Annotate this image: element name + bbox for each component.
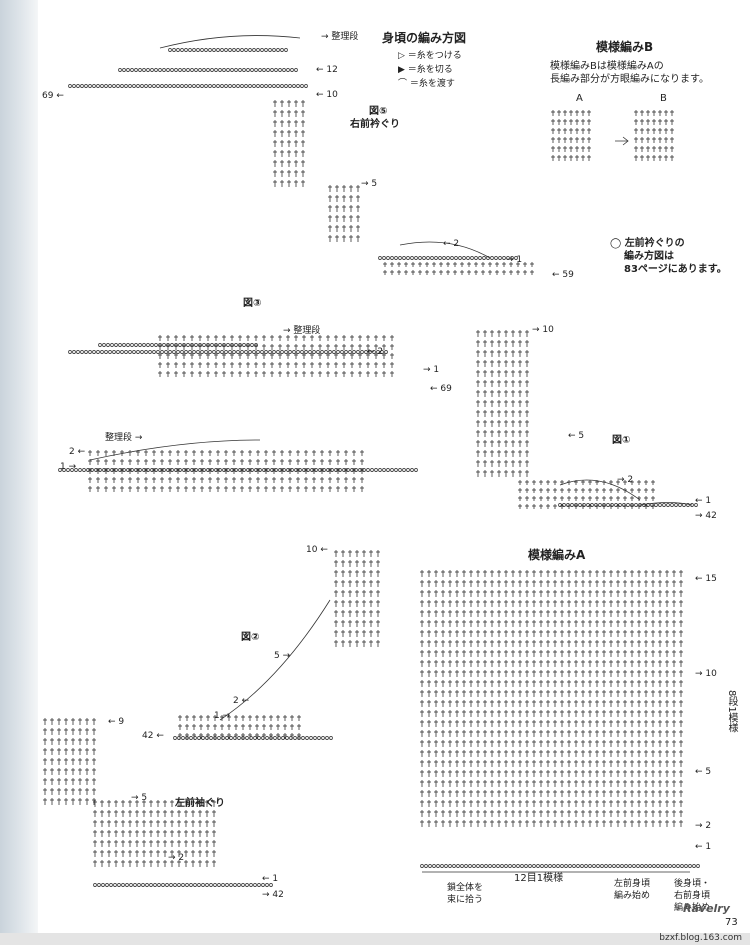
d3-stitch: ← 69 [430,384,452,394]
note-marker-icon: ◯ [610,238,622,249]
pa-repeat-side: 8段1模様 [726,690,737,733]
watermark-logo: Ravelry [683,902,730,915]
d3-finish-row-2: 整理段 → [105,433,143,443]
left-neck-note: ◯ 左前衿ぐりの 編み方図は 83ページにあります。 [610,237,727,276]
note-line-1: 左前衿ぐりの [624,238,685,249]
d1-stitch: → 42 [695,511,717,521]
d5-fig-number: 図⑤ [369,106,388,117]
pa-row1: ← 1 [695,842,712,852]
pa-bottom-left-note: 鎖全体を束に拾う [447,883,484,905]
d5-stitch-left: 69 ← [42,91,64,101]
footer-url: bzxf.blog.163.com [659,933,742,943]
legend-attach-text: ＝糸をつける [407,51,462,61]
pa-repeat-label: 12目1模様 [514,873,564,884]
pa-row5: ← 5 [695,767,712,777]
d2-row5: 5 → [274,651,291,661]
d3-finish-row-1: → 整理段 [283,326,321,336]
patternB-desc-2: 長編み部分が方眼編みになります。 [550,74,709,85]
sleeve-row2: → 2 [168,853,185,863]
note-line-2: 編み方図は [624,251,674,262]
d5-row1: → 1 [506,255,523,265]
d5-stitch-right: ← 59 [552,270,574,280]
d5-row12: ← 12 [316,65,338,75]
d3-row1b: 1 → [60,462,77,472]
d2-row1: 1 → [214,711,231,721]
patternA-title: 模様編みA [528,548,586,562]
carry-yarn-icon: ⌒ [398,79,408,89]
d1-row10: → 10 [532,325,554,335]
d3-row2b: 2 ← [69,447,86,457]
d1-row1: ← 1 [695,496,712,506]
attach-yarn-icon: ▷ [398,51,405,61]
footer-bar: bzxf.blog.163.com [0,933,750,945]
d1-row2: → 2 [617,475,634,485]
page-number: 73 [725,917,738,928]
patternB-desc-1: 模様編みBは模様編みAの [550,61,664,72]
pa-row2: → 2 [695,821,712,831]
d2-fig-number: 図② [241,632,260,643]
legend-carry: ⌒ ＝糸を渡す [398,76,455,89]
book-spine-shadow [0,0,38,945]
d1-row5: ← 5 [568,431,585,441]
sleeve-stitch: → 42 [262,890,284,900]
legend-cut: ▶ ＝糸を切る [398,62,453,75]
sleeve-row9: ← 9 [108,717,125,727]
patternB-label-a: A [576,93,583,104]
note-line-3: 83ページにあります。 [624,264,727,275]
d5-fig-name: 右前衿ぐり [350,119,400,130]
sleeve-name: 左前袖ぐり [175,798,225,809]
d3-row2: ← 2 [367,347,384,357]
d5-finish-row-label: → 整理段 [321,32,359,42]
legend-attach: ▷ ＝糸をつける [398,48,462,61]
d3-fig-number: 図③ [243,298,262,309]
sleeve-row1: ← 1 [262,874,279,884]
d5-row2: ← 2 [443,239,460,249]
d5-row5: → 5 [361,179,378,189]
pa-start-note: 左前身頃編み始め [614,879,651,901]
legend-cut-text: ＝糸を切る [407,65,453,75]
d5-row10: ← 10 [316,90,338,100]
pa-row15: ← 15 [695,574,717,584]
d2-stitch: 42 ← [142,731,164,741]
sleeve-row5: → 5 [131,793,148,803]
cut-yarn-icon: ▶ [398,65,405,75]
d1-fig-number: 図① [612,435,631,446]
d3-row1: → 1 [423,365,440,375]
pa-right-start-note: 後身頃・右前身頃編み始め [674,879,711,913]
d2-row2: 2 ← [233,696,250,706]
page-title: 身頃の編み方図 [382,31,467,45]
legend-carry-text: ＝糸を渡す [409,79,455,89]
pa-row10: → 10 [695,669,717,679]
patternB-label-b: B [660,93,667,104]
d2-row10: 10 ← [306,545,328,555]
patternB-title: 模様編みB [596,40,654,54]
